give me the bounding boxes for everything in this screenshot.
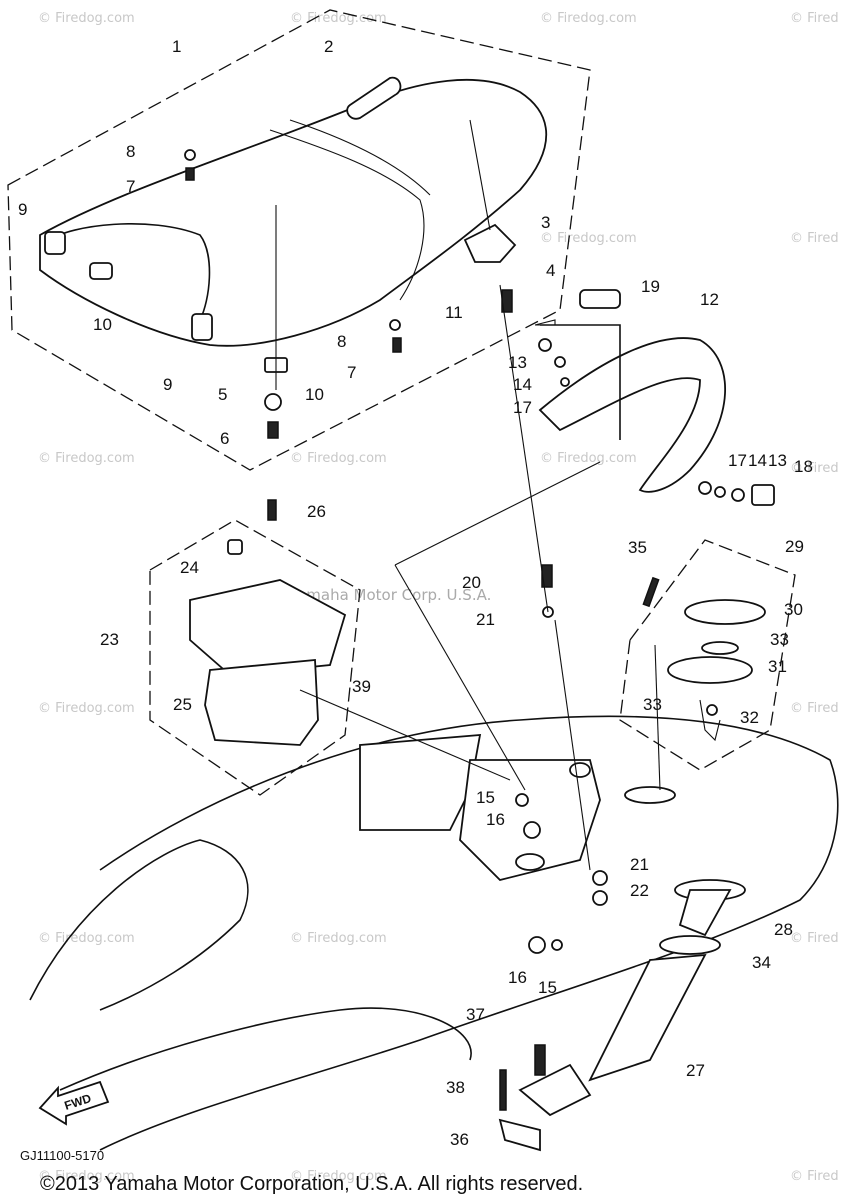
watermark: © Firedog.com	[38, 931, 135, 946]
callout-18: 18	[794, 457, 813, 476]
callout-14: 14	[513, 375, 532, 394]
watermark: © Firedog.com	[540, 11, 637, 26]
watermark: © Firedog.com	[290, 451, 387, 466]
callout-9b: 9	[163, 375, 172, 394]
filler-cap	[684, 599, 766, 625]
seat-body	[39, 78, 548, 347]
callout-17: 17	[513, 398, 532, 417]
callout-14b: 14	[748, 451, 767, 470]
callout-32: 32	[740, 708, 759, 727]
seat-handle	[49, 223, 211, 321]
callout-7: 7	[126, 177, 135, 196]
watermark: © Fired	[790, 231, 839, 246]
callout-33: 33	[770, 630, 789, 649]
callout-16b: 16	[508, 968, 527, 987]
callout-1: 1	[172, 37, 181, 56]
hatch-opening	[359, 734, 482, 831]
callout-11: 11	[445, 303, 463, 322]
callout-9: 9	[18, 200, 27, 219]
callout-2: 2	[324, 37, 333, 56]
storage-box-group	[149, 499, 361, 796]
callout-13: 13	[508, 353, 527, 372]
callout-21: 21	[476, 610, 495, 629]
grab-handle-group	[534, 289, 775, 506]
watermark: © Fired	[790, 931, 839, 946]
watermark: © Fired	[790, 1169, 839, 1184]
filler-cap-group	[619, 539, 796, 771]
callout-6: 6	[220, 429, 229, 448]
callout-12: 12	[700, 290, 719, 309]
diagram-code: GJ11100-5170	[20, 1148, 104, 1163]
callout-8b: 8	[337, 332, 346, 351]
hull-deck	[29, 564, 839, 1152]
storage-box-body	[204, 659, 319, 746]
callout-28: 28	[774, 920, 793, 939]
callout-20: 20	[462, 573, 481, 592]
callout-36: 36	[450, 1130, 469, 1149]
watermark: © Fired	[790, 11, 839, 26]
callout-39: 39	[352, 677, 371, 696]
callout-19: 19	[641, 277, 660, 296]
callout-3: 3	[541, 213, 550, 232]
watermark: © Firedog.com	[38, 701, 135, 716]
callout-34: 34	[752, 953, 771, 972]
bracket	[579, 289, 621, 309]
callout-8: 8	[126, 142, 135, 161]
watermark: © Firedog.com	[290, 931, 387, 946]
callout-15b: 15	[538, 978, 557, 997]
watermark: © Firedog.com	[540, 451, 637, 466]
fwd-arrow: FWD	[38, 1080, 110, 1126]
storage-box-rim	[189, 579, 347, 676]
callout-17b: 17	[728, 451, 747, 470]
callout-33b: 33	[643, 695, 662, 714]
callout-35: 35	[628, 538, 647, 557]
grab-strap	[346, 76, 402, 120]
callout-29: 29	[785, 537, 804, 556]
callout-22: 22	[630, 881, 649, 900]
watermark: © Firedog.com	[540, 231, 637, 246]
bracket-36	[518, 1063, 592, 1117]
vent-hose	[588, 953, 707, 1082]
callouts: 1 2 3 4 5 6 7 7 8 8 9 9 10 10 11 12 13 1…	[18, 37, 813, 1149]
callout-26: 26	[307, 502, 326, 521]
copyright: ©2013 Yamaha Motor Corporation, U.S.A. A…	[40, 1173, 583, 1195]
callout-16: 16	[486, 810, 505, 829]
tank-cover	[459, 759, 601, 881]
callout-27: 27	[686, 1061, 705, 1080]
watermark: © Fired	[790, 461, 839, 476]
watermark: © Firedog.com	[290, 1169, 387, 1184]
center-watermark: Yamaha Motor Corp. U.S.A.	[289, 586, 491, 604]
callout-15: 15	[476, 788, 495, 807]
callout-4: 4	[546, 261, 555, 280]
callout-23: 23	[100, 630, 119, 649]
watermarks: © Firedog.com © Firedog.com © Firedog.co…	[38, 11, 839, 1184]
callout-5: 5	[218, 385, 227, 404]
callout-31: 31	[768, 657, 787, 676]
callout-30: 30	[784, 600, 803, 619]
watermark: © Firedog.com	[38, 1169, 135, 1184]
callout-25: 25	[173, 695, 192, 714]
callout-37: 37	[466, 1005, 485, 1024]
seat-assembly	[7, 9, 591, 471]
watermark: © Fired	[790, 701, 839, 716]
watermark: © Firedog.com	[38, 11, 135, 26]
callout-10b: 10	[305, 385, 324, 404]
leader-lines	[299, 284, 661, 871]
callout-10: 10	[93, 315, 112, 334]
callout-7b: 7	[347, 363, 356, 382]
callout-13b: 13	[768, 451, 787, 470]
watermark: © Firedog.com	[38, 451, 135, 466]
grab-handle	[538, 337, 727, 493]
watermark: © Firedog.com	[290, 11, 387, 26]
callout-21b: 21	[630, 855, 649, 874]
callout-38: 38	[446, 1078, 465, 1097]
callout-24: 24	[180, 558, 199, 577]
